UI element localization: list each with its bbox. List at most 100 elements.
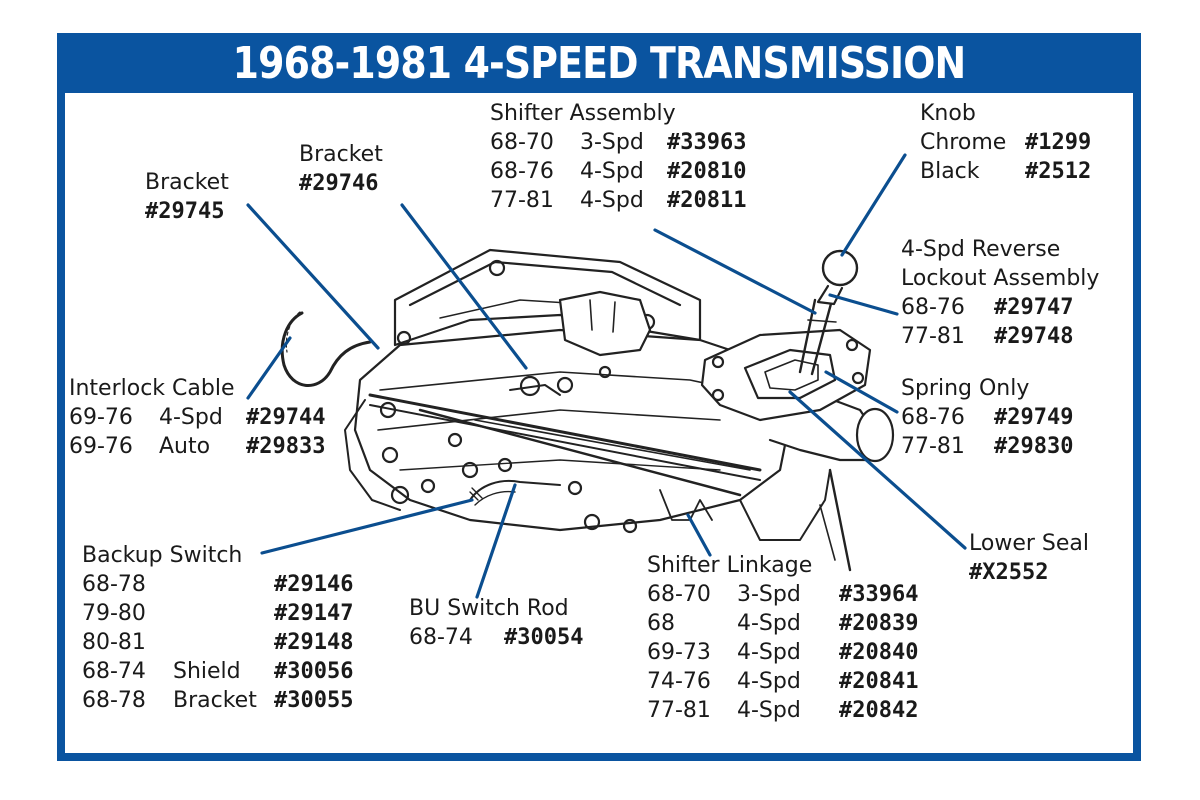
part-number: #29148 bbox=[274, 630, 354, 655]
callout-name: Lower Seal bbox=[969, 531, 1089, 556]
leader-line-reverse-lockout bbox=[828, 293, 899, 316]
leader-line-shifter-linkage bbox=[686, 513, 712, 557]
part-number: #20840 bbox=[839, 640, 919, 665]
years: 77-81 bbox=[901, 324, 965, 349]
years: 68-76 bbox=[901, 405, 965, 430]
part-number: #29748 bbox=[994, 324, 1074, 349]
part-number: #29744 bbox=[246, 405, 326, 430]
years: 68-76 bbox=[901, 295, 965, 320]
callout-reverse-lockout: 4-Spd Reverse Lockout Assembly 68-76 #29… bbox=[901, 235, 1099, 351]
years: 69-76 bbox=[69, 434, 133, 459]
part-number: #30054 bbox=[504, 625, 584, 650]
callout-interlock-cable: Interlock Cable 69-76 4-Spd #29744 69-76… bbox=[69, 374, 325, 461]
table-row: 77-81 4-Spd #20842 bbox=[647, 696, 918, 725]
spec: Chrome bbox=[920, 130, 1007, 155]
table-row: 79-80 #29147 bbox=[82, 599, 353, 628]
leader-lines bbox=[246, 153, 967, 599]
table-row: 69-73 4-Spd #20840 bbox=[647, 638, 918, 667]
callout-backup-switch: Backup Switch 68-78 #29146 79-80 #29147 … bbox=[82, 541, 353, 715]
spec: Auto bbox=[159, 434, 211, 459]
part-number: #29745 bbox=[145, 199, 225, 224]
years: 74-76 bbox=[647, 669, 711, 694]
table-row: 68-78 Bracket #30055 bbox=[82, 686, 353, 715]
part-number: #20811 bbox=[667, 188, 747, 213]
part-number: #20842 bbox=[839, 698, 919, 723]
years: 68-70 bbox=[647, 582, 711, 607]
diagram-frame: 1968-1981 4-SPEED TRANSMISSION bbox=[57, 33, 1141, 761]
spec: Shield bbox=[173, 659, 241, 684]
callout-name: Bracket bbox=[299, 142, 383, 167]
years: 68-78 bbox=[82, 572, 146, 597]
leader-line-backup-switch bbox=[260, 498, 474, 555]
spec: 4-Spd bbox=[580, 188, 644, 213]
table-row: 69-76 4-Spd #29744 bbox=[69, 403, 325, 432]
part-number: #29830 bbox=[994, 434, 1074, 459]
leader-line-lower-seal bbox=[788, 390, 967, 550]
part-number: #29747 bbox=[994, 295, 1074, 320]
part-number: #20841 bbox=[839, 669, 919, 694]
part-number: #33964 bbox=[839, 582, 919, 607]
callout-spring-only: Spring Only 68-76 #29749 77-81 #29830 bbox=[901, 374, 1073, 461]
table-row: 68-76 #29749 bbox=[901, 403, 1073, 432]
part-number: #30055 bbox=[274, 688, 354, 713]
spec: 4-Spd bbox=[580, 159, 644, 184]
table-row: 77-81 #29748 bbox=[901, 322, 1099, 351]
table-row: 68-70 3-Spd #33964 bbox=[647, 580, 918, 609]
leader-line-bracket-29746 bbox=[400, 203, 528, 370]
part-number: #29146 bbox=[274, 572, 354, 597]
leader-line-bracket-29745 bbox=[246, 203, 380, 350]
callout-knob: Knob Chrome #1299 Black #2512 bbox=[920, 99, 1091, 186]
years: 68-74 bbox=[409, 625, 473, 650]
spec: Black bbox=[920, 159, 980, 184]
years: 68 bbox=[647, 611, 675, 636]
part-number: #20810 bbox=[667, 159, 747, 184]
part-number: #29833 bbox=[246, 434, 326, 459]
callout-shifter-assembly: Shifter Assembly 68-70 3-Spd #33963 68-7… bbox=[490, 99, 746, 215]
years: 77-81 bbox=[647, 698, 711, 723]
years: 80-81 bbox=[82, 630, 146, 655]
callout-shifter-linkage: Shifter Linkage 68-70 3-Spd #33964 68 4-… bbox=[647, 551, 918, 725]
part-number: #30056 bbox=[274, 659, 354, 684]
callout-name: Interlock Cable bbox=[69, 376, 235, 401]
transmission-illustration bbox=[280, 248, 895, 572]
spec: 4-Spd bbox=[737, 640, 801, 665]
years: 68-76 bbox=[490, 159, 554, 184]
table-row: 80-81 #29148 bbox=[82, 628, 353, 657]
callout-bracket-29746: Bracket #29746 bbox=[299, 140, 383, 198]
table-row: 74-76 4-Spd #20841 bbox=[647, 667, 918, 696]
callout-name: BU Switch Rod bbox=[409, 596, 569, 621]
part-number: #20839 bbox=[839, 611, 919, 636]
part-number: #1299 bbox=[1025, 130, 1092, 155]
years: 77-81 bbox=[490, 188, 554, 213]
part-number: #2512 bbox=[1025, 159, 1092, 184]
part-number: #29147 bbox=[274, 601, 354, 626]
callout-name: Knob bbox=[920, 101, 976, 126]
spec: Bracket bbox=[173, 688, 257, 713]
years: 68-70 bbox=[490, 130, 554, 155]
callout-name: Bracket bbox=[145, 170, 229, 195]
spec: 4-Spd bbox=[737, 611, 801, 636]
years: 79-80 bbox=[82, 601, 146, 626]
part-number: #29746 bbox=[299, 171, 379, 196]
callout-name: Spring Only bbox=[901, 376, 1030, 401]
years: 68-78 bbox=[82, 688, 146, 713]
part-number: #X2552 bbox=[969, 560, 1049, 585]
leader-line-interlock-cable bbox=[246, 336, 292, 400]
table-row: Chrome #1299 bbox=[920, 128, 1091, 157]
leader-line-spring-only bbox=[824, 370, 899, 414]
years: 68-74 bbox=[82, 659, 146, 684]
callout-bu-switch-rod: BU Switch Rod 68-74 #30054 bbox=[409, 594, 583, 652]
spec: 3-Spd bbox=[580, 130, 644, 155]
part-number: #33963 bbox=[667, 130, 747, 155]
callout-name: Shifter Assembly bbox=[490, 101, 676, 126]
callout-name-line1: 4-Spd Reverse bbox=[901, 237, 1061, 262]
callout-name: Backup Switch bbox=[82, 543, 243, 568]
part-number: #29749 bbox=[994, 405, 1074, 430]
table-row: 68-76 #29747 bbox=[901, 293, 1099, 322]
callout-name-line2: Lockout Assembly bbox=[901, 266, 1100, 291]
spec: 4-Spd bbox=[159, 405, 223, 430]
years: 69-73 bbox=[647, 640, 711, 665]
table-row: 68-74 Shield #30056 bbox=[82, 657, 353, 686]
leader-line-bu-switch-rod bbox=[475, 483, 517, 599]
